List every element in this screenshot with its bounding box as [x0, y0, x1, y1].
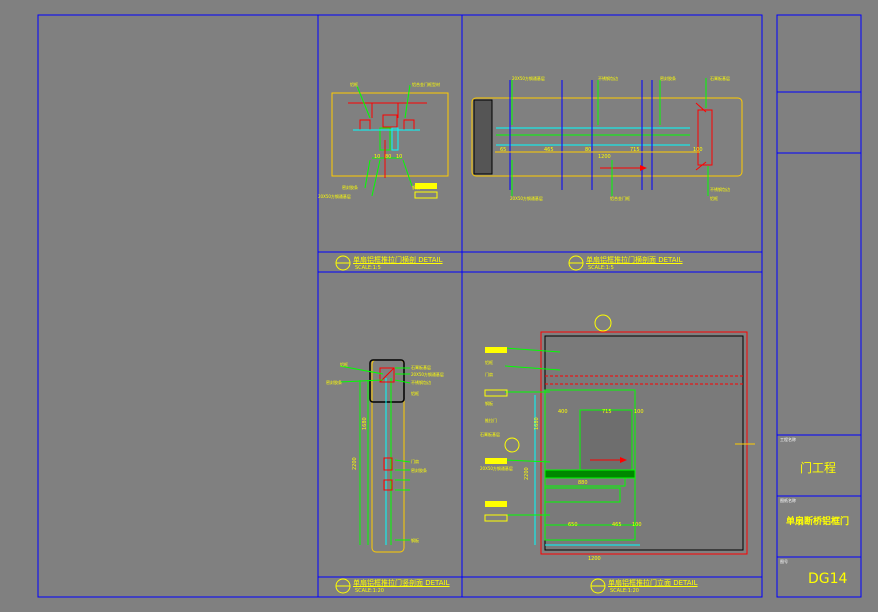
- note-text: 不锈钢包边: [598, 75, 618, 81]
- detail-2-drawing: 65 465 80 715 100 1200 20X50方钢通基层 不锈钢包边 …: [471, 75, 743, 201]
- note-text: 钢板: [485, 400, 493, 406]
- drawing-name-label: 图纸名称: [780, 498, 796, 503]
- detail-2-title: 单扇铝框推拉门横剖面 DETAIL: [586, 256, 683, 264]
- note-text: 不锈钢包边: [411, 379, 431, 385]
- detail-2-scale: SCALE:1:5: [588, 265, 614, 271]
- dim-text: 100: [632, 522, 642, 528]
- dim-text: 100: [634, 409, 644, 415]
- note-text: 20X50方钢通基层: [480, 465, 513, 471]
- detail-3-title: 单扇铝框推拉门竖剖面 DETAIL: [353, 579, 450, 587]
- detail-1-title: 单扇铝框推拉门横剖 DETAIL: [353, 256, 443, 264]
- dim-text: 10: [396, 154, 402, 160]
- detail-4-scale: SCALE:1:20: [610, 588, 639, 594]
- dim-text: 100: [693, 147, 703, 153]
- dim-text: 715: [630, 147, 640, 153]
- detail-4-drawing: 400 715 100 880 650 465 100 1200 2200 16…: [480, 314, 755, 562]
- note-text: 20X50方钢通基层: [512, 75, 545, 81]
- project-name: 门工程: [800, 461, 837, 475]
- dim-text: 1200: [598, 154, 611, 160]
- note-text: 铝合金门框型材: [412, 81, 440, 87]
- dim-text: 65: [500, 147, 506, 153]
- note-text: 铝框: [350, 81, 358, 87]
- dim-text: 80: [585, 147, 591, 153]
- note-text: 钢板: [412, 184, 420, 190]
- note-text: 密封胶条: [411, 467, 427, 473]
- note-text: 铝框: [411, 390, 419, 396]
- dim-text: 2200: [524, 467, 530, 480]
- note-text: 铝合金门框: [610, 195, 630, 201]
- dim-text: 650: [568, 522, 578, 528]
- dim-text: 10: [374, 154, 380, 160]
- dim-text: 80: [385, 154, 391, 160]
- note-text: 铝框: [340, 361, 348, 367]
- dim-text: 1200: [588, 556, 601, 562]
- detail-marker-icon: [590, 578, 606, 594]
- note-text: 20X50方钢通基层: [318, 193, 351, 199]
- note-text: 铝框: [485, 359, 493, 365]
- dim-text: 1680: [534, 417, 540, 430]
- drawing-name: 单扇断桥铝框门: [786, 517, 850, 527]
- note-text: 密封胶条: [342, 184, 358, 190]
- dim-text: 2200: [352, 457, 358, 470]
- note-text: 密封胶条: [660, 75, 676, 81]
- note-text: 20X50方钢通基层: [411, 371, 444, 377]
- sheet-frame: [37, 14, 763, 598]
- dim-text: 465: [544, 147, 554, 153]
- note-text: 不锈钢包边: [710, 186, 730, 192]
- note-text: 石膏板基层: [411, 364, 431, 370]
- dim-text: 715: [602, 409, 612, 415]
- note-text: 门扇: [411, 458, 419, 464]
- note-text: 石膏板基层: [710, 75, 730, 81]
- detail-marker-icon: [335, 255, 351, 271]
- drawing-number: DG14: [808, 571, 848, 587]
- note-text: 钢板: [411, 537, 419, 543]
- detail-marker-icon: [568, 255, 584, 271]
- note-text: 门扇: [485, 371, 493, 377]
- title-block: [776, 14, 862, 598]
- detail-1-drawing: 10 80 10 铝框 铝合金门框型材 密封胶条 20X50方钢通基层 钢板: [318, 81, 449, 199]
- project-name-label: 工程名称: [780, 437, 796, 442]
- detail-3-drawing: 2200 1680 铝框 密封胶条 石膏板基层 20X50方钢通基层 不锈钢包边…: [326, 359, 444, 553]
- detail-1-scale: SCALE:1:5: [355, 265, 381, 271]
- detail-marker-icon: [335, 578, 351, 594]
- note-text: 20X50方钢通基层: [510, 195, 543, 201]
- note-text: 铝框: [710, 195, 718, 201]
- dim-text: 1680: [362, 417, 368, 430]
- drawing-number-label: 图号: [780, 559, 788, 564]
- note-text: 推拉门: [485, 417, 497, 423]
- dim-text: 880: [578, 480, 588, 486]
- note-text: 石膏板基层: [480, 431, 500, 437]
- dim-text: 400: [558, 409, 568, 415]
- detail-4-title: 单扇铝框推拉门立面 DETAIL: [608, 579, 698, 587]
- dim-text: 465: [612, 522, 622, 528]
- detail-3-scale: SCALE:1:20: [355, 588, 384, 594]
- note-text: 密封胶条: [326, 379, 342, 385]
